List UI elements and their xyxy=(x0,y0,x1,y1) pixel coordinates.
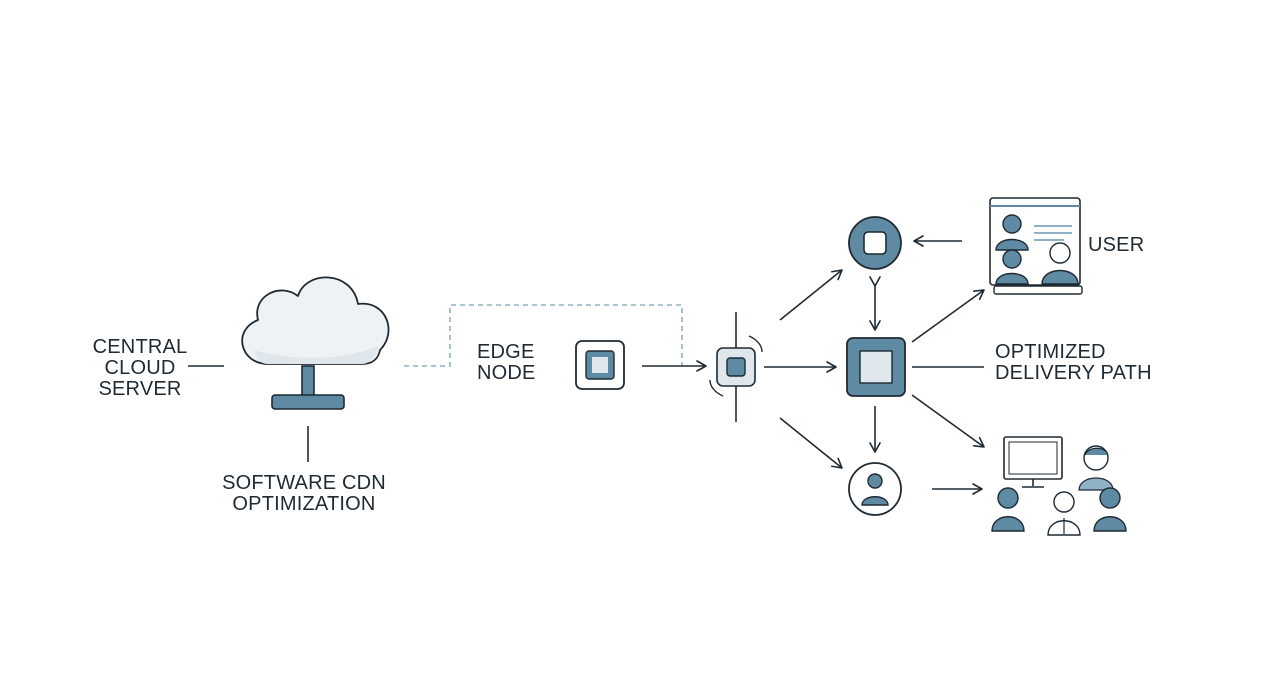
edge-node-icon xyxy=(575,340,625,390)
central-label-line-3: SERVER xyxy=(98,378,182,400)
cdn-label-line-1: SOFTWARE CDN xyxy=(222,472,386,494)
cloud-server-icon xyxy=(241,276,390,410)
optimized-delivery-path-label: OPTIMIZED DELIVERY PATH xyxy=(995,342,1152,384)
hub-node-icon xyxy=(709,312,763,422)
user-group-icon xyxy=(991,436,1127,536)
optimized-label-line-2: DELIVERY PATH xyxy=(995,362,1152,384)
main-node-icon xyxy=(846,337,906,397)
cdn-label-line-2: OPTIMIZATION xyxy=(232,493,376,515)
central-cloud-server-label: CENTRAL CLOUD SERVER xyxy=(92,337,188,400)
user-video-call-icon xyxy=(989,197,1083,295)
arrow-main-to-user xyxy=(911,289,985,343)
top-server-node-icon xyxy=(848,216,902,270)
arrow-hub-to-bottom-node xyxy=(779,417,843,469)
dashed-link-path xyxy=(404,304,683,367)
arrow-main-to-user-group xyxy=(911,394,985,448)
user-label-text: USER xyxy=(1088,234,1145,256)
software-cdn-optimization-label: SOFTWARE CDN OPTIMIZATION xyxy=(214,473,394,515)
bottom-user-node-icon xyxy=(848,462,902,516)
edge-label-line-2: NODE xyxy=(477,362,536,384)
edge-node-label: EDGE NODE xyxy=(477,342,536,384)
arrow-hub-to-top-node xyxy=(779,269,843,321)
edge-label-line-1: EDGE xyxy=(477,341,535,363)
central-label-line-2: CLOUD xyxy=(104,357,176,379)
optimized-label-line-1: OPTIMIZED xyxy=(995,341,1106,363)
user-label: USER xyxy=(1088,235,1144,256)
central-label-line-1: CENTRAL xyxy=(92,336,188,358)
